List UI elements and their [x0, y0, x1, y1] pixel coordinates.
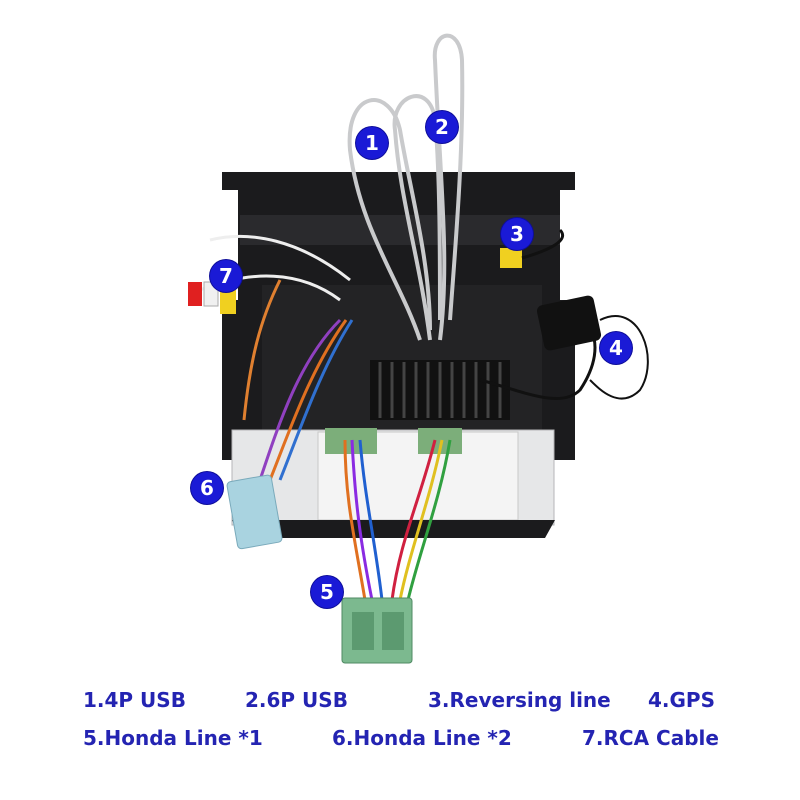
callout-badge-7: 7	[210, 260, 242, 292]
gps-antenna	[536, 295, 602, 351]
honda-connector-2	[226, 474, 283, 550]
legend-item-honda-line-2: 6.Honda Line *2	[332, 726, 512, 750]
rca-plug-yellow	[220, 290, 236, 314]
callout-badge-6: 6	[191, 472, 223, 504]
legend-item-reversing-line: 3.Reversing line	[428, 688, 611, 712]
reversing-plug	[500, 248, 522, 268]
rca-plug-red	[188, 282, 202, 306]
bottom-bezel	[232, 520, 555, 538]
legend-item-honda-line-1: 5.Honda Line *1	[83, 726, 263, 750]
legend-item-6p-usb: 2.6P USB	[245, 688, 348, 712]
callout-badge-2: 2	[426, 111, 458, 143]
usb-cables	[347, 33, 465, 341]
callout-badge-5: 5	[311, 576, 343, 608]
callout-badge-4: 4	[600, 332, 632, 364]
callout-badge-3: 3	[501, 218, 533, 250]
harness-wires	[242, 279, 452, 601]
legend-item-gps: 4.GPS	[648, 688, 715, 712]
fins	[378, 362, 502, 418]
legend-item-4p-usb: 1.4P USB	[83, 688, 186, 712]
legend-item-rca-cable: 7.RCA Cable	[582, 726, 719, 750]
callout-badge-1: 1	[356, 127, 388, 159]
